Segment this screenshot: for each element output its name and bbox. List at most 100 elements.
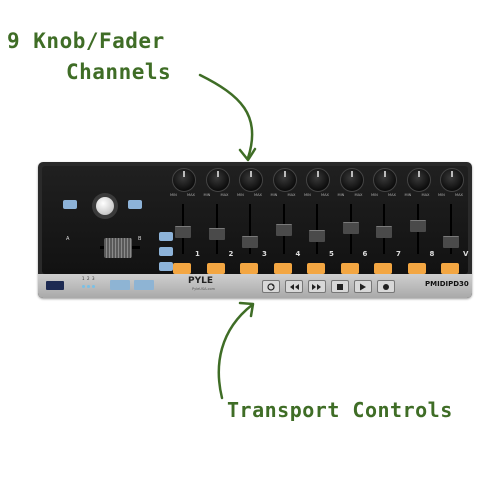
- left-button[interactable]: [63, 200, 77, 209]
- status-led-2: [87, 285, 90, 288]
- fast-forward-button[interactable]: [308, 280, 326, 293]
- crossfader-label-b: B: [138, 236, 142, 242]
- fast-forward-icon: [312, 283, 321, 290]
- channel-number-label: 5: [329, 250, 334, 258]
- play-icon: [360, 283, 366, 290]
- cycle-button[interactable]: [262, 280, 280, 293]
- pad-button-9[interactable]: [441, 263, 459, 274]
- status-led-3: [92, 285, 95, 288]
- channel-1: MIN MAX 1: [169, 166, 205, 278]
- knob-max-label: MAX: [421, 193, 430, 197]
- channel-number-label: 3: [262, 250, 267, 258]
- fader-track-3: [249, 204, 251, 254]
- rotary-knob-7[interactable]: [373, 168, 397, 192]
- record-button[interactable]: [377, 280, 395, 293]
- crossfader-handle[interactable]: [104, 238, 132, 258]
- fader-3[interactable]: [242, 236, 258, 248]
- fader-6[interactable]: [342, 222, 359, 234]
- pad-button-2[interactable]: [206, 263, 225, 274]
- channel-number-label: 7: [396, 250, 401, 258]
- led-label-3: 3: [92, 276, 95, 281]
- play-button[interactable]: [354, 280, 372, 293]
- knob-max-label: MAX: [321, 193, 330, 197]
- side-button-3[interactable]: [159, 262, 173, 271]
- bank-button-1[interactable]: [110, 280, 130, 290]
- rotary-knob-9[interactable]: [440, 168, 464, 192]
- channel-3: MIN MAX 3: [236, 166, 272, 278]
- knob-min-label: MIN: [170, 193, 177, 197]
- pad-button-5[interactable]: [307, 263, 325, 274]
- knob-indicator: [183, 171, 185, 177]
- rotary-knob-3[interactable]: [239, 168, 263, 192]
- fader-2[interactable]: [208, 228, 225, 240]
- arrow-to-channels: [198, 73, 254, 160]
- side-button-2[interactable]: [159, 247, 173, 256]
- right-button[interactable]: [128, 200, 142, 209]
- record-icon: [383, 283, 389, 290]
- bottom-bar: 1 2 3 PYLE PyleUSA.com PMIDIPD30: [38, 274, 472, 298]
- knob-max-label: MAX: [187, 193, 196, 197]
- channel-5: MIN MAX 5: [303, 166, 339, 278]
- rewind-icon: [290, 283, 299, 290]
- jog-wheel-cap: [96, 197, 114, 215]
- knob-min-label: MIN: [304, 193, 311, 197]
- callout-knob-fader-line1: 9 Knob/Fader: [7, 29, 165, 53]
- fader-7[interactable]: [376, 226, 392, 238]
- pad-button-1[interactable]: [173, 263, 191, 274]
- channel-number-label: 1: [195, 250, 200, 258]
- led-label-2: 2: [87, 276, 90, 281]
- fader-9[interactable]: [443, 236, 459, 248]
- crossfader-label-a: A: [66, 236, 70, 242]
- rewind-button[interactable]: [285, 280, 303, 293]
- pad-button-4[interactable]: [273, 263, 292, 274]
- cycle-icon: [267, 282, 275, 291]
- knob-min-label: MIN: [438, 193, 445, 197]
- fader-4[interactable]: [275, 224, 292, 236]
- knob-min-label: MIN: [371, 193, 378, 197]
- channel-number-label: 8: [429, 250, 435, 258]
- stop-icon: [337, 283, 343, 290]
- rotary-knob-2[interactable]: [205, 168, 230, 192]
- rotary-knob-5[interactable]: [306, 168, 330, 192]
- knob-indicator: [216, 171, 219, 177]
- pad-button-6[interactable]: [340, 263, 359, 274]
- stop-button[interactable]: [331, 280, 349, 293]
- rotary-knob-1[interactable]: [172, 168, 196, 192]
- fader-1[interactable]: [175, 226, 191, 238]
- fader-5[interactable]: [309, 230, 325, 242]
- knob-min-label: MIN: [337, 193, 345, 197]
- channel-number-label: 6: [362, 250, 368, 258]
- knob-max-label: MAX: [220, 193, 229, 197]
- channel-6: MIN MAX 6: [337, 166, 373, 278]
- knob-indicator: [384, 171, 386, 177]
- pad-button-7[interactable]: [374, 263, 392, 274]
- rotary-knob-8[interactable]: [406, 168, 431, 192]
- bank-button-2[interactable]: [134, 280, 154, 290]
- side-button-1[interactable]: [159, 232, 173, 241]
- led-label-1: 1: [82, 276, 85, 281]
- fader-8[interactable]: [409, 220, 426, 232]
- knob-indicator: [283, 171, 286, 177]
- knob-indicator: [451, 171, 453, 177]
- rotary-knob-4[interactable]: [272, 168, 297, 192]
- knob-max-label: MAX: [254, 193, 263, 197]
- knob-indicator: [350, 171, 353, 177]
- knob-min-label: MIN: [237, 193, 244, 197]
- channel-number-label: V: [463, 250, 469, 258]
- pad-button-3[interactable]: [240, 263, 258, 274]
- knob-max-label: MAX: [354, 193, 363, 197]
- power-button[interactable]: [46, 281, 64, 290]
- pad-button-8[interactable]: [407, 263, 426, 274]
- rotary-knob-6[interactable]: [339, 168, 364, 192]
- fader-track-5: [316, 204, 318, 254]
- channel-number-label: 2: [228, 250, 234, 258]
- jog-wheel[interactable]: [92, 193, 118, 219]
